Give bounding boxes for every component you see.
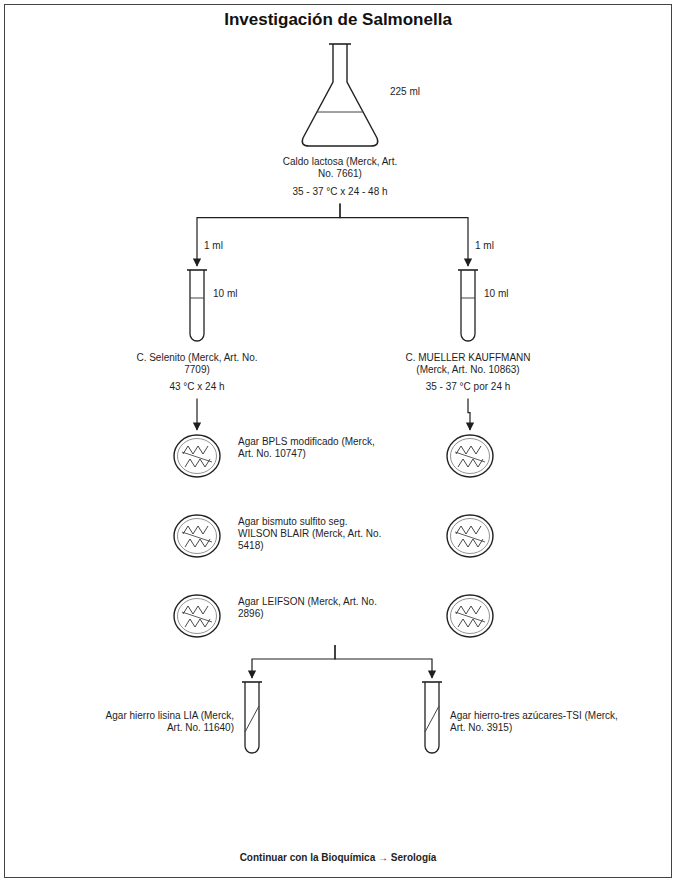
tube-node: 10 ml C. Selenito (Merck, Art. No. 7709) 4… [107, 268, 287, 396]
plate-row: Agar BPLS modificado (Merck, Art. No. 10… [150, 432, 520, 482]
node-text: Agar BPLS modificado (Merck, Art. No. 10… [238, 432, 388, 464]
flow-arrow [468, 399, 470, 430]
node-text: C. MUELLER KAUFFMANN (Merck, Art. No. 10… [398, 352, 538, 376]
node-text: Agar LEIFSON (Merck, Art. No. 2896) [238, 592, 388, 624]
petri-dish-symbol [445, 512, 495, 560]
node-text: 35 - 37 °C x 24 - 48 h [240, 186, 440, 200]
flow-arrow [197, 204, 340, 266]
petri-dish-symbol [172, 512, 222, 560]
slant-tube-node: Agar hierro lisina LIA (Merck, Art. No. … [100, 680, 270, 762]
frame-border [5, 5, 672, 878]
plate-row: Agar bismuto sulfito seg. WILSON BLAIR (… [150, 512, 520, 562]
node-text: C. Selenito (Merck, Art. No. 7709) [127, 352, 267, 376]
footer-note: Continuar con la Bioquímica → Serología [0, 852, 676, 863]
volume-label: 1 ml [203, 240, 224, 251]
flow-arrow [340, 204, 468, 266]
flow-arrow [335, 645, 432, 678]
test-tube-symbol [242, 680, 262, 758]
test-tube-symbol [422, 680, 442, 758]
flask-symbol [295, 40, 385, 150]
node-text: 43 °C x 24 h [107, 381, 287, 395]
slant-tube-node: Agar hierro-tres azúcares-TSI (Merck, Ar… [420, 680, 620, 762]
node-text: Agar hierro-tres azúcares-TSI (Merck, Ar… [450, 710, 620, 734]
node-text: Agar hierro lisina LIA (Merck, Art. No. … [100, 710, 234, 734]
volume-label: 1 ml [474, 240, 495, 251]
node-text: Agar bismuto sulfito seg. WILSON BLAIR (… [238, 512, 388, 557]
petri-dish-symbol [172, 592, 222, 640]
flow-arrow [196, 399, 197, 430]
diagram-title: Investigación de Salmonella [0, 10, 676, 30]
node-text: 225 ml [390, 86, 420, 98]
node-text: 10 ml [213, 288, 237, 300]
flow-arrow [252, 645, 335, 678]
plate-row: Agar LEIFSON (Merck, Art. No. 2896) [150, 592, 520, 642]
test-tube-symbol [458, 268, 478, 346]
node-text: 10 ml [484, 288, 508, 300]
petri-dish-symbol [172, 432, 222, 480]
flask-node: 225 ml Caldo lactosa (Merck, Art. No. 766… [240, 40, 440, 201]
tube-node: 10 ml C. MUELLER KAUFFMANN (Merck, Art. N… [378, 268, 558, 396]
petri-dish-symbol [445, 432, 495, 480]
petri-dish-symbol [445, 592, 495, 640]
node-text: Caldo lactosa (Merck, Art. No. 7661) [275, 156, 405, 180]
node-text: 35 - 37 °C por 24 h [378, 381, 558, 395]
test-tube-symbol [187, 268, 207, 346]
